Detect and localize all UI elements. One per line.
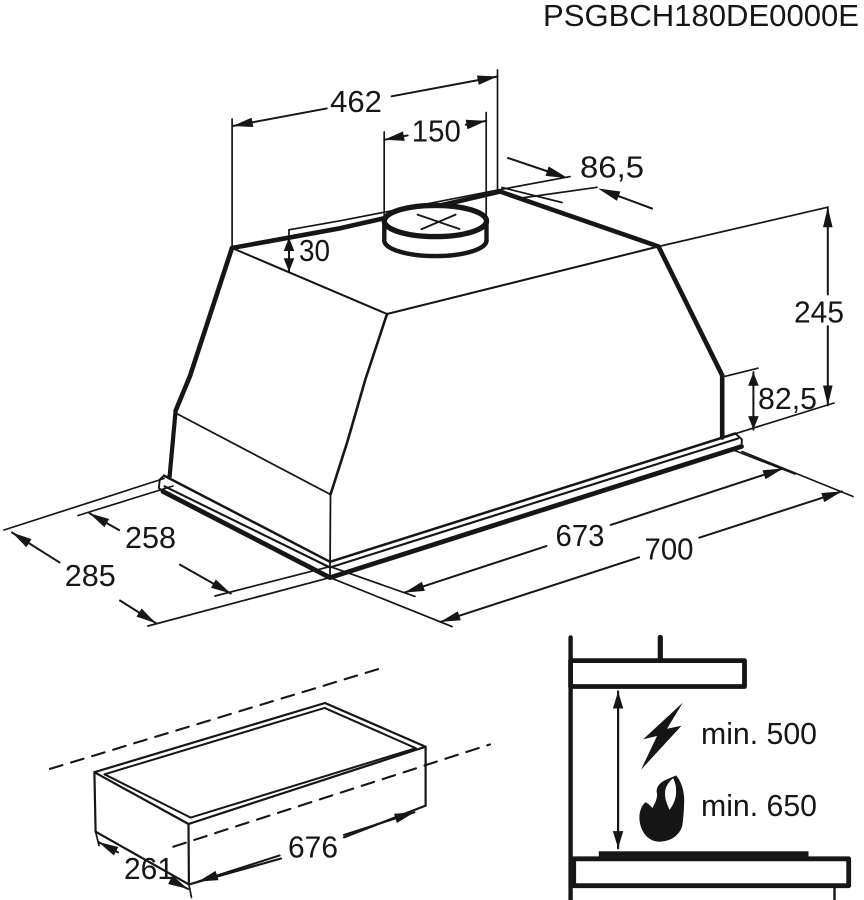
svg-text:min. 650: min. 650 [701,788,817,823]
svg-text:245: 245 [794,295,844,330]
svg-text:676: 676 [288,830,338,865]
svg-text:700: 700 [645,532,694,567]
svg-text:285: 285 [65,558,116,593]
svg-text:82,5: 82,5 [758,381,817,416]
svg-text:258: 258 [125,520,176,555]
svg-text:261: 261 [124,851,174,886]
svg-text:673: 673 [556,518,605,553]
svg-text:150: 150 [412,114,461,149]
svg-text:PSGBCH180DE0000E: PSGBCH180DE0000E [543,0,859,33]
svg-text:min. 500: min. 500 [701,716,817,751]
svg-text:30: 30 [299,233,330,268]
svg-text:462: 462 [330,84,382,119]
svg-text:86,5: 86,5 [580,150,644,185]
